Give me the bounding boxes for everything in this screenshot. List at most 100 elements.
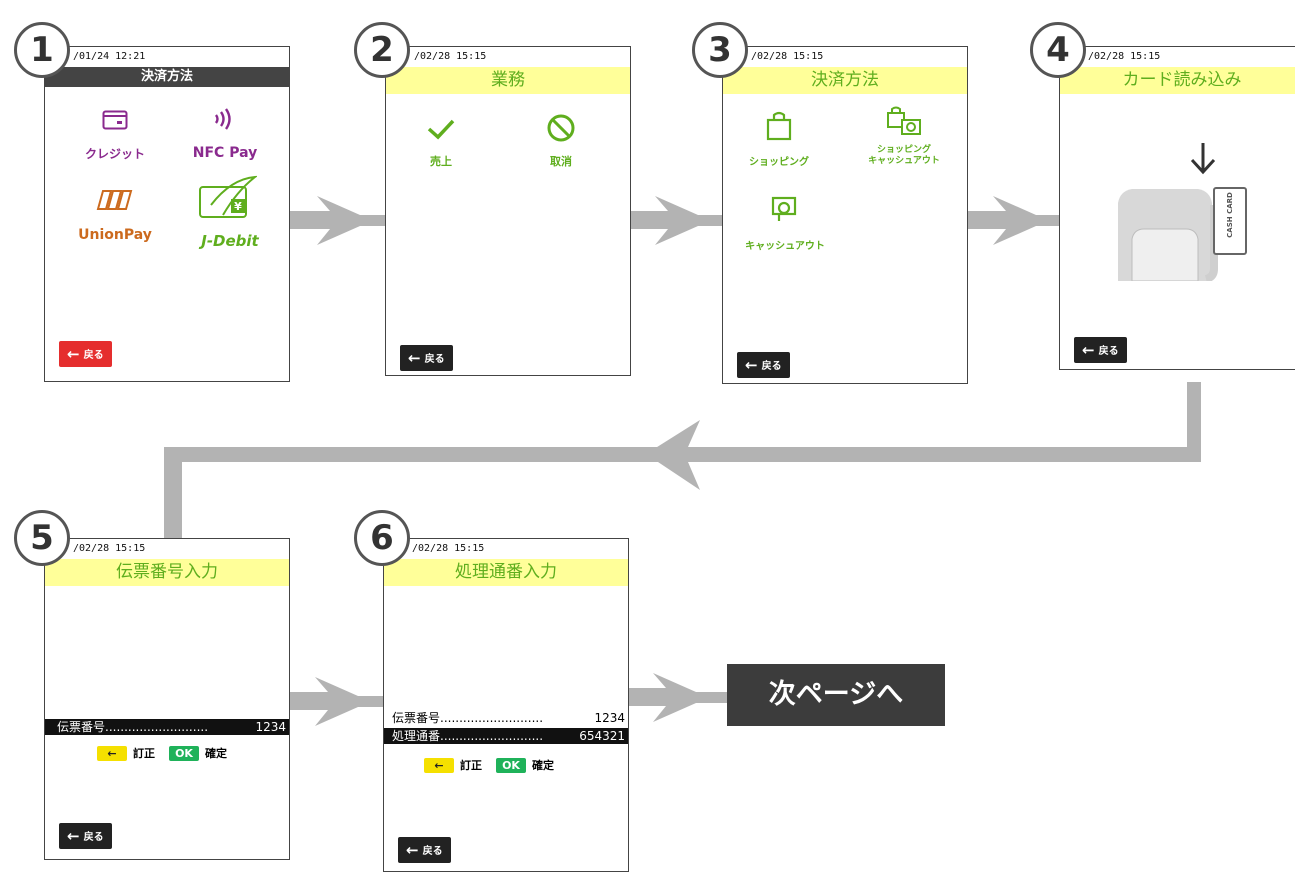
correct-label: 訂正 [460, 759, 482, 772]
back-arrow-icon: ← [406, 841, 419, 859]
screen-title: 処理通番入力 [384, 559, 628, 586]
jdebit-option[interactable]: ¥ J-Debit [175, 175, 285, 251]
cashout-option[interactable]: キャッシュアウト [729, 195, 841, 255]
credit-card-icon [102, 110, 128, 130]
cashout-icon [771, 196, 797, 221]
next-page-button[interactable]: 次ページへ [727, 664, 945, 726]
slip-number-row[interactable]: 伝票番号........................... 1234 [45, 719, 289, 735]
step-badge-6: 6 [354, 510, 410, 566]
screen-6-process-number: /02/28 15:15 処理通番入力 伝票番号................… [383, 538, 629, 872]
correct-label: 訂正 [133, 747, 155, 760]
screen-time: /02/28 15:15 [751, 51, 824, 62]
flow-arrow-1-2 [290, 196, 392, 245]
step-badge-5: 5 [14, 510, 70, 566]
confirm-label: 確定 [205, 747, 227, 760]
correct-key[interactable]: ← [424, 758, 454, 773]
screen-3-payment-method: /02/28 15:15 決済方法 ショッピング ショッピング キャッシュアウト… [722, 46, 968, 384]
cashout-label: キャッシュアウト [745, 241, 825, 252]
step-badge-1: 1 [14, 22, 70, 78]
back-label: 戻る [83, 350, 104, 361]
shopping-option[interactable]: ショッピング [729, 111, 829, 171]
back-arrow-icon: ← [67, 345, 80, 363]
cash-card-text: CASH CARD [1226, 192, 1234, 238]
ok-key[interactable]: OK [169, 746, 199, 761]
cancel-label: 取消 [550, 155, 572, 168]
correct-key[interactable]: ← [97, 746, 127, 761]
step-badge-4: 4 [1030, 22, 1086, 78]
row-label: 伝票番号 [57, 720, 106, 734]
screen-time: /02/28 15:15 [1088, 51, 1161, 62]
process-number-row[interactable]: 処理通番........................... 654321 [384, 728, 628, 744]
key-hints: ← 訂正 OK 確定 [424, 757, 554, 773]
cash-card-illustration: CASH CARD [1213, 187, 1247, 255]
back-button[interactable]: ←戻る [737, 352, 790, 378]
shopping-bag-icon [766, 111, 792, 141]
svg-text:¥: ¥ [234, 200, 242, 213]
row-dots: ........................... [440, 711, 544, 725]
screen-title: 決済方法 [45, 67, 289, 87]
contactless-icon [215, 108, 231, 130]
back-button[interactable]: ←戻る [398, 837, 451, 863]
row-value: 654321 [579, 729, 625, 743]
credit-option[interactable]: クレジット [65, 107, 165, 167]
screen-title: 業務 [386, 67, 630, 94]
shopping-cashout-option[interactable]: ショッピング キャッシュアウト [849, 105, 959, 175]
back-button[interactable]: ←戻る [59, 823, 112, 849]
screen-title: 決済方法 [723, 67, 967, 94]
prohibited-icon [547, 114, 575, 142]
cancel-option[interactable]: 取消 [526, 113, 596, 168]
shopping-cashout-label-2: キャッシュアウト [868, 156, 940, 166]
sales-label: 売上 [430, 155, 452, 168]
screen-time: /02/28 15:15 [412, 543, 485, 554]
back-button[interactable]: ←戻る [59, 341, 112, 367]
back-label: 戻る [422, 846, 443, 857]
unionpay-label: UnionPay [78, 227, 152, 243]
screen-5-slip-number: /02/28 15:15 伝票番号入力 伝票番号................… [44, 538, 290, 860]
check-icon [427, 119, 455, 140]
shopping-cashout-label-1: ショッピング [876, 145, 931, 155]
row-label: 処理通番 [392, 729, 441, 743]
back-arrow-icon: ← [1082, 341, 1095, 359]
flow-return-arrowhead [646, 420, 700, 490]
unionpay-icon [96, 190, 133, 210]
sales-option[interactable]: 売上 [406, 117, 476, 168]
step-badge-2: 2 [354, 22, 410, 78]
jdebit-label: J-Debit [201, 232, 259, 250]
screen-time: /02/28 15:15 [73, 543, 146, 554]
screen-4-card-reading: /02/28 15:15 カード読み込み CASH CARD ←戻る [1059, 46, 1295, 370]
screen-2-business: /02/28 15:15 業務 売上 取消 ←戻る [385, 46, 631, 376]
unionpay-option[interactable]: UnionPay [65, 187, 165, 247]
screen-time: /01/24 12:21 [73, 51, 146, 62]
key-hints: ← 訂正 OK 確定 [97, 745, 227, 761]
confirm-label: 確定 [532, 759, 554, 772]
row-value: 1234 [594, 711, 625, 725]
nfcpay-label: NFC Pay [192, 145, 258, 161]
slip-number-row: 伝票番号........................... 1234 [384, 710, 628, 726]
back-label: 戻る [1098, 346, 1119, 357]
row-value: 1234 [255, 720, 286, 734]
down-arrow-icon [1190, 143, 1216, 175]
back-button[interactable]: ←戻る [1074, 337, 1127, 363]
back-arrow-icon: ← [408, 349, 421, 367]
flow-arrow-6-next [628, 673, 730, 722]
back-button[interactable]: ←戻る [400, 345, 453, 371]
flow-arrow-2-3 [630, 196, 730, 245]
row-label: 伝票番号 [392, 711, 441, 725]
flow-arrow-3-4 [968, 196, 1064, 245]
jdebit-card-icon: ¥ [199, 175, 257, 218]
shopping-cashout-icon [887, 106, 921, 135]
back-arrow-icon: ← [67, 827, 80, 845]
back-label: 戻る [83, 832, 104, 843]
ok-key[interactable]: OK [496, 758, 526, 773]
screen-1-payment-method: /01/24 12:21 決済方法 クレジット NFC Pay UnionPay… [44, 46, 290, 382]
screen-title: 伝票番号入力 [45, 559, 289, 586]
nfcpay-option[interactable]: NFC Pay [175, 107, 275, 167]
shopping-label: ショッピング [749, 157, 809, 168]
back-label: 戻る [424, 354, 445, 365]
back-arrow-icon: ← [745, 356, 758, 374]
back-label: 戻る [761, 361, 782, 372]
row-dots: ........................... [105, 720, 209, 734]
flow-arrow-5-6 [290, 677, 392, 726]
screen-time: /02/28 15:15 [414, 51, 487, 62]
